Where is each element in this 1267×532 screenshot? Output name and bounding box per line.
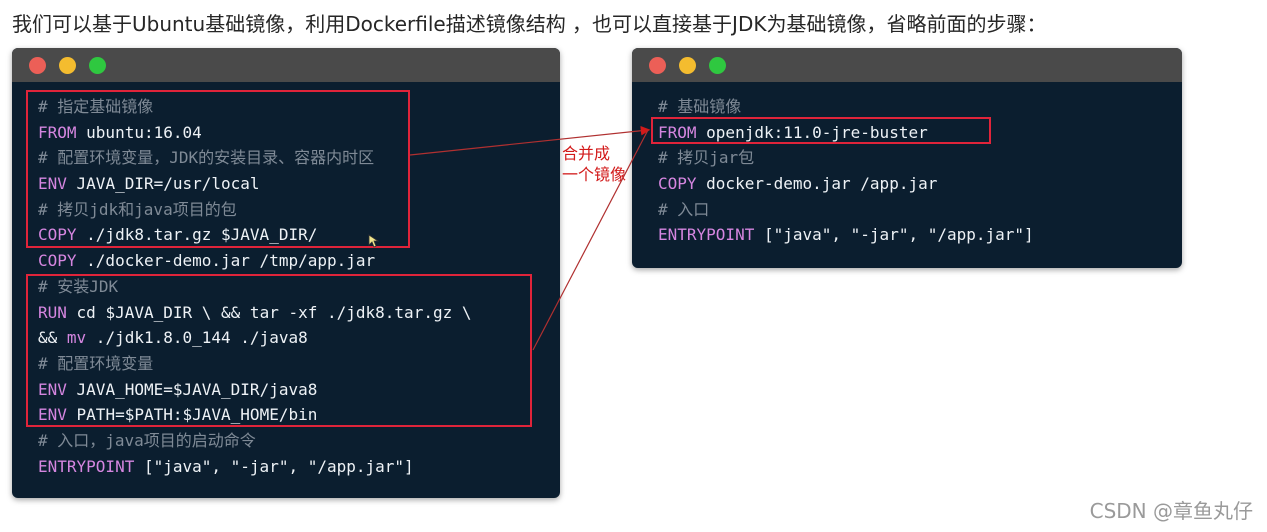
code-keyword: ENV: [38, 174, 67, 194]
code-line: ENV JAVA_HOME=$JAVA_DIR/java8: [38, 377, 471, 403]
code-line: # 安装JDK: [38, 274, 471, 300]
arrow-line-bottom: [532, 129, 649, 351]
minimize-dot-icon[interactable]: [679, 57, 696, 74]
code-line: # 指定基础镜像: [38, 94, 471, 120]
code-line: COPY docker-demo.jar /app.jar: [658, 171, 1034, 197]
code-line: # 拷贝jar包: [658, 145, 1034, 171]
window-titlebar: [12, 48, 560, 82]
code-comment: # 指定基础镜像: [38, 97, 154, 116]
window-titlebar: [632, 48, 1182, 82]
page-heading: 我们可以基于Ubuntu基础镜像，利用Dockerfile描述镜像结构 ，也可以…: [12, 12, 1047, 36]
highlight-box-openjdk-from: [651, 117, 991, 144]
maximize-dot-icon[interactable]: [709, 57, 726, 74]
code-text: JAVA_DIR=/usr/local: [66, 174, 260, 194]
code-keyword: COPY: [658, 174, 697, 194]
code-keyword: ENV: [38, 405, 67, 425]
code-text: openjdk:11.0-jre-buster: [696, 122, 928, 142]
code-keyword: FROM: [38, 122, 77, 142]
code-keyword: COPY: [38, 251, 77, 271]
code-text: ubuntu:16.04: [76, 122, 202, 142]
code-comment: # 配置环境变量，JDK的安装目录、容器内时区: [38, 148, 375, 168]
code-comment: # 拷贝jar包: [658, 148, 755, 168]
maximize-dot-icon[interactable]: [89, 57, 106, 74]
code-line: ENV JAVA_DIR=/usr/local: [38, 171, 471, 197]
code-comment: # 拷贝jdk和java项目的包: [38, 199, 237, 219]
code-text: ["java", "-jar", "/app.jar"]: [754, 225, 1034, 245]
code-comment: # 基础镜像: [658, 97, 742, 116]
code-line: ENTRYPOINT ["java", "-jar", "/app.jar"]: [658, 222, 1034, 248]
arrow-line-top: [409, 125, 651, 156]
code-line: ENV PATH=$PATH:$JAVA_HOME/bin: [38, 402, 471, 428]
code-text: ["java", "-jar", "/app.jar"]: [134, 456, 414, 476]
mouse-cursor-icon: [368, 234, 380, 248]
code-line: # 基础镜像: [658, 94, 1034, 120]
code-keyword: COPY: [38, 225, 77, 245]
code-keyword: ENTRYPOINT: [658, 225, 755, 245]
watermark: CSDN @章鱼丸仔: [1089, 499, 1253, 523]
code-line: RUN cd $JAVA_DIR \ && tar -xf ./jdk8.tar…: [38, 300, 471, 326]
code-keyword: ENTRYPOINT: [38, 456, 135, 476]
code-text: PATH=$PATH:$JAVA_HOME/bin: [66, 405, 318, 425]
code-comment: # 入口: [658, 199, 710, 219]
code-line: FROM openjdk:11.0-jre-buster: [658, 120, 1034, 146]
code-comment: # 入口，java项目的启动命令: [38, 430, 256, 450]
code-line: # 配置环境变量: [38, 351, 471, 377]
merge-annotation: 合并成 一个镜像: [562, 144, 627, 184]
code-text: ./jdk8.tar.gz $JAVA_DIR/: [76, 225, 318, 245]
highlight-box-jdk-install: [26, 274, 532, 427]
code-line: FROM ubuntu:16.04: [38, 120, 471, 146]
code-text: &&: [38, 328, 67, 348]
code-comment: # 安装JDK: [38, 276, 119, 296]
code-keyword: RUN: [38, 302, 67, 322]
code-text: cd $JAVA_DIR \ && tar -xf ./jdk8.tar.gz …: [66, 302, 472, 322]
code-keyword: ENV: [38, 379, 67, 399]
code-line: # 配置环境变量，JDK的安装目录、容器内时区: [38, 145, 471, 171]
code-keyword: mv: [66, 328, 87, 348]
code-line: COPY ./jdk8.tar.gz $JAVA_DIR/: [38, 222, 471, 248]
code-line: && mv ./jdk1.8.0_144 ./java8: [38, 325, 471, 351]
highlight-box-base-setup: [26, 90, 410, 248]
code-line: # 入口: [658, 197, 1034, 223]
code-line: # 拷贝jdk和java项目的包: [38, 197, 471, 223]
close-dot-icon[interactable]: [649, 57, 666, 74]
code-text: docker-demo.jar /app.jar: [696, 174, 938, 194]
minimize-dot-icon[interactable]: [59, 57, 76, 74]
code-keyword: FROM: [658, 122, 697, 142]
code-comment: # 配置环境变量: [38, 353, 154, 373]
code-line: # 入口，java项目的启动命令: [38, 428, 471, 454]
code-text: JAVA_HOME=$JAVA_DIR/java8: [66, 379, 318, 399]
code-text: ./jdk1.8.0_144 ./java8: [86, 328, 308, 348]
close-dot-icon[interactable]: [29, 57, 46, 74]
code-text: ./docker-demo.jar /tmp/app.jar: [76, 251, 376, 271]
code-line: ENTRYPOINT ["java", "-jar", "/app.jar"]: [38, 454, 471, 480]
code-line: COPY ./docker-demo.jar /tmp/app.jar: [38, 248, 471, 274]
